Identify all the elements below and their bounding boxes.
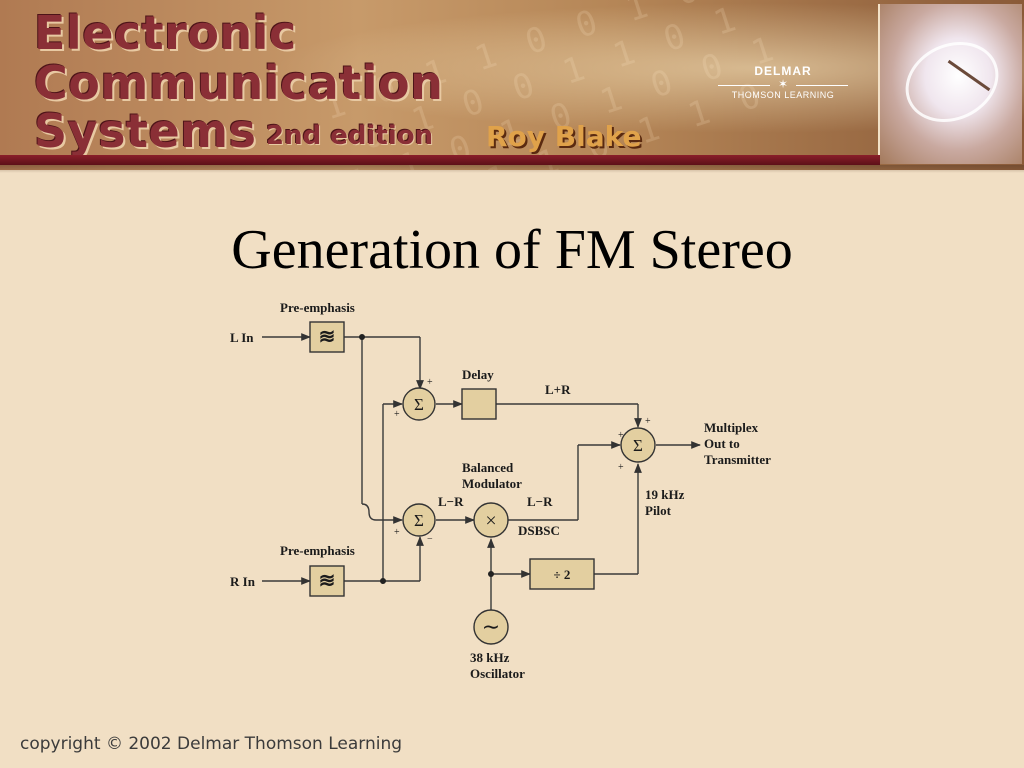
pre-emphasis-filter-right: ≋ <box>309 565 345 597</box>
publisher-sub: THOMSON LEARNING <box>731 90 835 100</box>
divide-by-two-label: ÷ 2 <box>554 567 571 582</box>
sign-out-top: + <box>645 416 651 427</box>
label-transmitter: Transmitter <box>704 452 771 467</box>
book-title-line-3: Systems <box>34 104 257 158</box>
label-out-to: Out to <box>704 436 740 451</box>
junction-dots <box>359 334 494 584</box>
label-oscillator-freq: 38 kHz <box>470 650 510 665</box>
book-title-line-1: Electronic <box>34 6 297 60</box>
sign-top-in: + <box>427 377 433 388</box>
oscillator: ∼ <box>473 609 509 645</box>
banner-bottom-stripe <box>0 155 880 165</box>
copyright-footer: copyright © 2002 Delmar Thomson Learning <box>20 734 403 754</box>
pre-emphasis-filter-left: ≋ <box>309 321 345 353</box>
label-pre-emphasis-top: Pre-emphasis <box>280 300 355 315</box>
satellite-dish-icon <box>892 27 1012 137</box>
label-pre-emphasis-bottom: Pre-emphasis <box>280 543 355 558</box>
delay-block <box>461 388 497 420</box>
modulator-times-sign: × <box>485 510 496 532</box>
label-oscillator: Oscillator <box>470 666 525 681</box>
publisher-star-icon: ✶ <box>777 77 789 91</box>
sign-out-bottom: + <box>618 462 624 473</box>
svg-text:≋: ≋ <box>319 570 336 592</box>
summer-output-sigma: Σ <box>633 436 643 455</box>
summer-output: Σ <box>620 427 656 463</box>
label-balanced: Balanced <box>462 460 514 475</box>
slide-title: Generation of FM Stereo <box>231 219 793 281</box>
book-author: Roy Blake <box>486 120 642 153</box>
publisher-rule-left <box>718 85 770 86</box>
sign-bottom-in: − <box>427 534 433 545</box>
label-modulator: Modulator <box>462 476 522 491</box>
sign-bottom-left: + <box>394 527 400 538</box>
summer-bottom: Σ <box>402 503 436 537</box>
label-r-in: R In <box>230 574 256 589</box>
label-l-in: L In <box>230 330 254 345</box>
satellite-dish-photo <box>878 4 1022 164</box>
svg-text:≋: ≋ <box>319 326 336 348</box>
publisher-logo: DELMAR ✶ THOMSON LEARNING <box>708 64 858 100</box>
publisher-rule-right <box>796 85 848 86</box>
divide-by-two-block <box>529 558 595 590</box>
sign-out-left: + <box>618 430 624 441</box>
label-l-plus-r: L+R <box>545 382 571 397</box>
label-delay: Delay <box>462 367 494 382</box>
label-l-minus-r-mod: L−R <box>527 494 553 509</box>
label-multiplex: Multiplex <box>704 420 759 435</box>
balanced-modulator: × <box>473 502 509 538</box>
book-title-line-2: Communication <box>34 56 444 110</box>
label-pilot-freq: 19 kHz <box>645 487 685 502</box>
signal-wires <box>262 333 701 610</box>
summer-bottom-sigma: Σ <box>414 511 424 530</box>
book-edition: 2nd edition <box>266 121 434 151</box>
publisher-name: DELMAR <box>754 64 812 78</box>
summer-top-sigma: Σ <box>414 395 424 414</box>
sign-top-left: + <box>394 409 400 420</box>
label-dsbsc: DSBSC <box>518 523 560 538</box>
oscillator-sine-icon: ∼ <box>482 614 500 639</box>
label-l-minus-r-sum: L−R <box>438 494 464 509</box>
banner-shadow <box>0 165 1024 173</box>
fm-stereo-block-diagram: ≋ ≋ ÷ 2 Σ Σ Σ × ∼ + + + − + + + Pre-emph… <box>230 300 771 681</box>
summer-top: Σ <box>402 387 436 421</box>
book-banner: 1 0 1 1 0 0 1 0 1 0 1 0 0 1 1 0 1 1 1 0 … <box>0 0 1024 170</box>
label-pilot: Pilot <box>645 503 672 518</box>
